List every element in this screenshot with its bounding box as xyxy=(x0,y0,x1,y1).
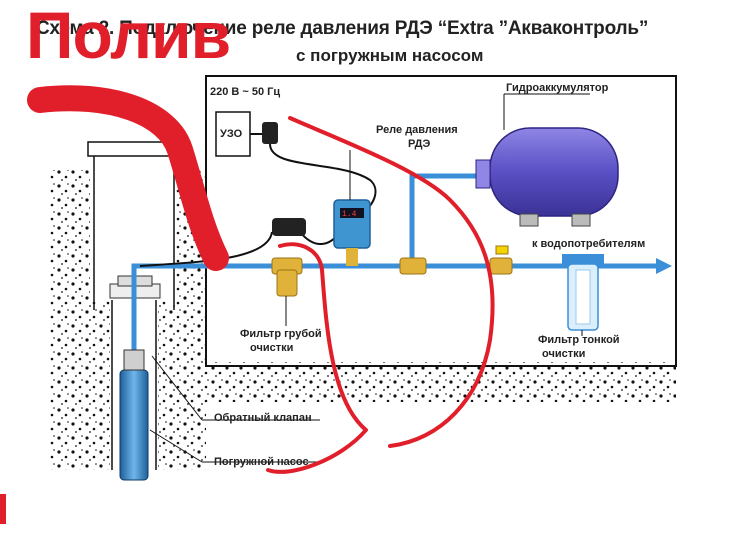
consumers-label: к водопотребителям xyxy=(532,238,646,250)
plug-icon xyxy=(262,122,306,236)
svg-text:1.4: 1.4 xyxy=(342,210,357,219)
power-label: 220 В ~ 50 Гц xyxy=(210,86,281,98)
coarse-filter-label-line1: Фильтр грубой xyxy=(240,328,322,340)
fine-filter-label-line2: очистки xyxy=(542,348,586,360)
leader-lines xyxy=(149,93,590,463)
fine-filter xyxy=(562,254,604,331)
pressure-relay: 1.4 xyxy=(333,199,371,266)
coarse-filter-label-line2: очистки xyxy=(250,342,294,354)
flow-arrow xyxy=(656,258,672,274)
fine-filter-label-line1: Фильтр тонкой xyxy=(538,334,620,346)
pump-label: Погружной насос xyxy=(214,456,309,468)
red-marker-overlay xyxy=(0,85,495,524)
coarse-filter xyxy=(276,269,298,297)
uzo-label: УЗО xyxy=(220,128,243,140)
well xyxy=(87,141,181,470)
accumulator-tank xyxy=(475,127,619,227)
diagram-title: Схема 2. Подключение реле давления РДЭ “… xyxy=(36,18,649,39)
check-valve-label: Обратный клапан xyxy=(214,412,312,424)
diagram-subtitle: с погружным насосом xyxy=(296,46,484,65)
submersible-pump xyxy=(119,349,149,481)
relay-label-line1: Реле давления xyxy=(376,124,458,136)
overlay-handwritten-word: Полив xyxy=(26,0,231,72)
accumulator-label: Гидроаккумулятор xyxy=(506,82,609,94)
relay-label-line2: РДЭ xyxy=(408,138,431,150)
